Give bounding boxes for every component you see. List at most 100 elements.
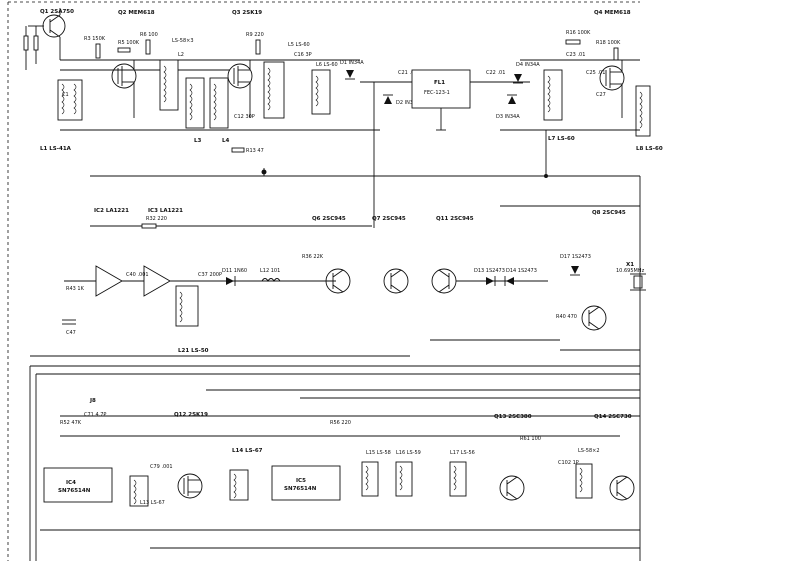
l2-l3-l4-coils [159,59,229,129]
ic5-chip [271,465,341,501]
q12-fet [177,473,203,499]
c22-label: C22 .01 [486,70,505,76]
c37-label: C37 200P [198,272,222,278]
l15-coil [361,461,379,497]
d13-label: D13 1S2473 [474,268,505,274]
ic2-amplifier [95,265,123,297]
x1-label: X1 [626,262,634,268]
q2-fet [111,60,137,118]
l6-label: L6 LS-60 [316,62,338,68]
d1-label: D1 IN34A [340,60,364,66]
fl1-part-label: FEC-123-1 [424,90,450,96]
l16-label: L16 LS-59 [396,450,421,456]
q8-transistor [581,305,607,331]
q2-label: Q2 MEM618 [118,10,155,16]
r3-resistor [95,43,101,59]
q11-transistor [431,268,457,294]
fl1-label: FL1 [434,80,445,86]
d4-diode [513,74,523,84]
r5-resistor [117,47,131,53]
d14-label: D14 1S2473 [506,268,537,274]
q13-transistor [499,475,525,501]
x1-freq-label: 10.695MHz [616,268,645,274]
l17-coil [449,461,467,497]
l1-coil [57,79,83,121]
l4-label: L4 [222,138,230,144]
d11-diode [226,276,236,286]
ls58x3-label: LS-58×3 [172,38,194,44]
l21-coil [175,285,199,327]
ic4-label: IC4 [66,480,76,486]
q4-fet [599,60,625,118]
l12-label: L12 101 [260,268,280,274]
d2-diode [383,94,393,104]
l8-coil [635,85,651,137]
l7-coil [543,69,563,121]
c79-label: C79 .001 [150,464,173,470]
l1-label: L1 LS-41A [40,146,72,152]
q12-label: Q12 2SK19 [174,412,208,418]
r18-resistor [613,47,619,61]
r9-label: R9 220 [246,32,264,38]
r32-label: R32 220 [146,216,167,222]
l8-label: L8 LS-60 [636,146,663,152]
l3-label: L3 [194,138,202,144]
l17-label: L17 LS-56 [450,450,475,456]
d17-diode [570,266,580,276]
ic3-label: IC3 LA1221 [148,208,183,214]
q8-label: Q8 2SC945 [592,210,626,216]
l13-label: L13 LS-67 [140,500,165,506]
r9-resistor [255,39,261,55]
d3-diode [507,94,517,104]
d4-label: D4 IN34A [516,62,540,68]
c40-label: C40 .001 [126,272,149,278]
l6-coil [311,69,331,115]
r16-resistor [565,39,581,45]
c27-label: C27 [596,92,606,98]
c47-label: C47 [66,330,76,336]
c102-label: C102 1P [558,460,579,466]
c25-label: C25 .01 [586,70,605,76]
r32-resistor [141,223,157,229]
q14-label: Q14 2SC730 [594,414,632,420]
d1-diode [345,70,355,80]
r18-label: R18 100K [596,40,621,46]
c1-label: C1 [62,92,69,98]
r6-resistor [145,39,151,55]
d11-label: D11 1N60 [222,268,247,274]
q6-transistor [325,268,351,294]
l2-label: L2 [178,52,184,58]
r40-label: R40 470 [556,314,577,320]
d17-label: D17 1S2473 [560,254,591,260]
j8-label: J8 [89,398,96,404]
q4-label: Q4 MEM618 [594,10,631,16]
r3-label: R3 150K [84,36,106,42]
r13-resistor [231,147,245,153]
x1-crystal [630,273,646,291]
q1-transistor [28,8,66,60]
q6-label: Q6 2SC945 [312,216,346,222]
ic4-part-label: SN76514N [58,488,91,494]
c12-label: C12 30P [234,114,255,120]
q3-label: Q3 2SK19 [232,10,262,16]
q14-transistor [609,475,635,501]
l15-label: L15 LS-58 [366,450,391,456]
r1-r2-resistors [23,26,39,70]
ls58x2-label: LS-58×2 [578,448,600,454]
r61-label: R61 100 [520,436,541,442]
l21-label: L21 LS-50 [178,348,209,354]
c21-label: C21 .01 [398,70,417,76]
q1-label: Q1 2SA750 [40,9,74,15]
r6-label: R6 100 [140,32,158,38]
l13-coil [129,475,149,507]
l5-label: L5 LS-60 [288,42,310,48]
l14-label: L14 LS-67 [232,448,263,454]
q3-fet [227,60,253,118]
r56-label: R56 220 [330,420,351,426]
fl1-filter [411,69,471,131]
r5-label: R5 100K [118,40,140,46]
c23-label: C23 .01 [566,52,585,58]
d3-label: D3 IN34A [496,114,520,120]
ic3-amplifier [143,265,171,297]
